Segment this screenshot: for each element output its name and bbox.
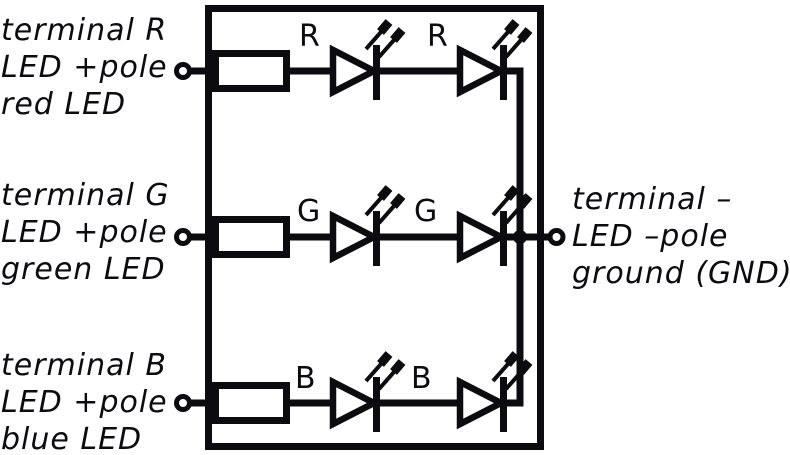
junction-dot <box>513 230 527 244</box>
led-triangle <box>329 210 382 264</box>
led-channel-letter: G <box>414 194 438 229</box>
label-line: terminal G <box>1 178 170 213</box>
led-triangle <box>329 376 382 430</box>
label-terminal-red: terminal R LED +pole red LED <box>1 12 168 123</box>
terminal-r-circle <box>174 62 192 80</box>
label-line: terminal B <box>1 348 167 383</box>
light-emission-arrows-icon <box>491 19 533 59</box>
led-triangle <box>329 44 382 98</box>
label-line: terminal – <box>572 182 733 217</box>
label-line: green LED <box>1 252 166 287</box>
led-symbol <box>456 351 533 432</box>
led-symbol <box>329 185 406 266</box>
led-triangle <box>456 376 509 430</box>
terminal-g-circle <box>174 228 192 246</box>
resistor-symbol <box>212 50 290 92</box>
light-emission-arrows-icon <box>491 351 533 391</box>
resistor-symbol <box>212 382 290 424</box>
light-emission-arrows-icon <box>364 185 406 225</box>
led-triangle <box>456 44 509 98</box>
led-symbol <box>329 19 406 100</box>
label-terminal-blue: terminal B LED +pole blue LED <box>1 347 168 455</box>
label-line: terminal R <box>1 13 168 48</box>
channel-blue <box>174 351 533 432</box>
light-emission-arrows-icon <box>491 185 533 225</box>
led-symbol <box>329 351 406 432</box>
module-outline <box>205 5 544 450</box>
resistor-symbol <box>212 216 290 258</box>
led-channel-letter: B <box>295 361 316 396</box>
led-channel-letter: G <box>297 194 321 229</box>
terminal-b-circle <box>174 394 192 412</box>
led-symbol <box>456 185 533 266</box>
led-symbol <box>456 19 533 100</box>
label-line: LED +pole <box>1 385 168 420</box>
led-channel-letter: B <box>411 361 432 396</box>
led-channel-letter: R <box>427 19 448 54</box>
channel-red <box>174 19 533 100</box>
led-triangle <box>456 210 509 264</box>
label-terminal-green: terminal G LED +pole green LED <box>1 177 170 288</box>
light-emission-arrows-icon <box>364 351 406 391</box>
led-channel-letter: R <box>299 19 320 54</box>
ground-bus <box>513 67 566 407</box>
label-line: blue LED <box>1 422 143 455</box>
label-line: LED +pole <box>1 215 168 250</box>
channel-green <box>174 185 550 266</box>
light-emission-arrows-icon <box>364 19 406 59</box>
label-line: red LED <box>1 87 127 122</box>
terminal-gnd-circle <box>547 228 566 246</box>
label-line: LED –pole <box>572 219 729 254</box>
label-line: LED +pole <box>1 50 168 85</box>
label-line: ground (GND) <box>572 256 790 291</box>
label-terminal-ground: terminal – LED –pole ground (GND) <box>572 181 790 292</box>
